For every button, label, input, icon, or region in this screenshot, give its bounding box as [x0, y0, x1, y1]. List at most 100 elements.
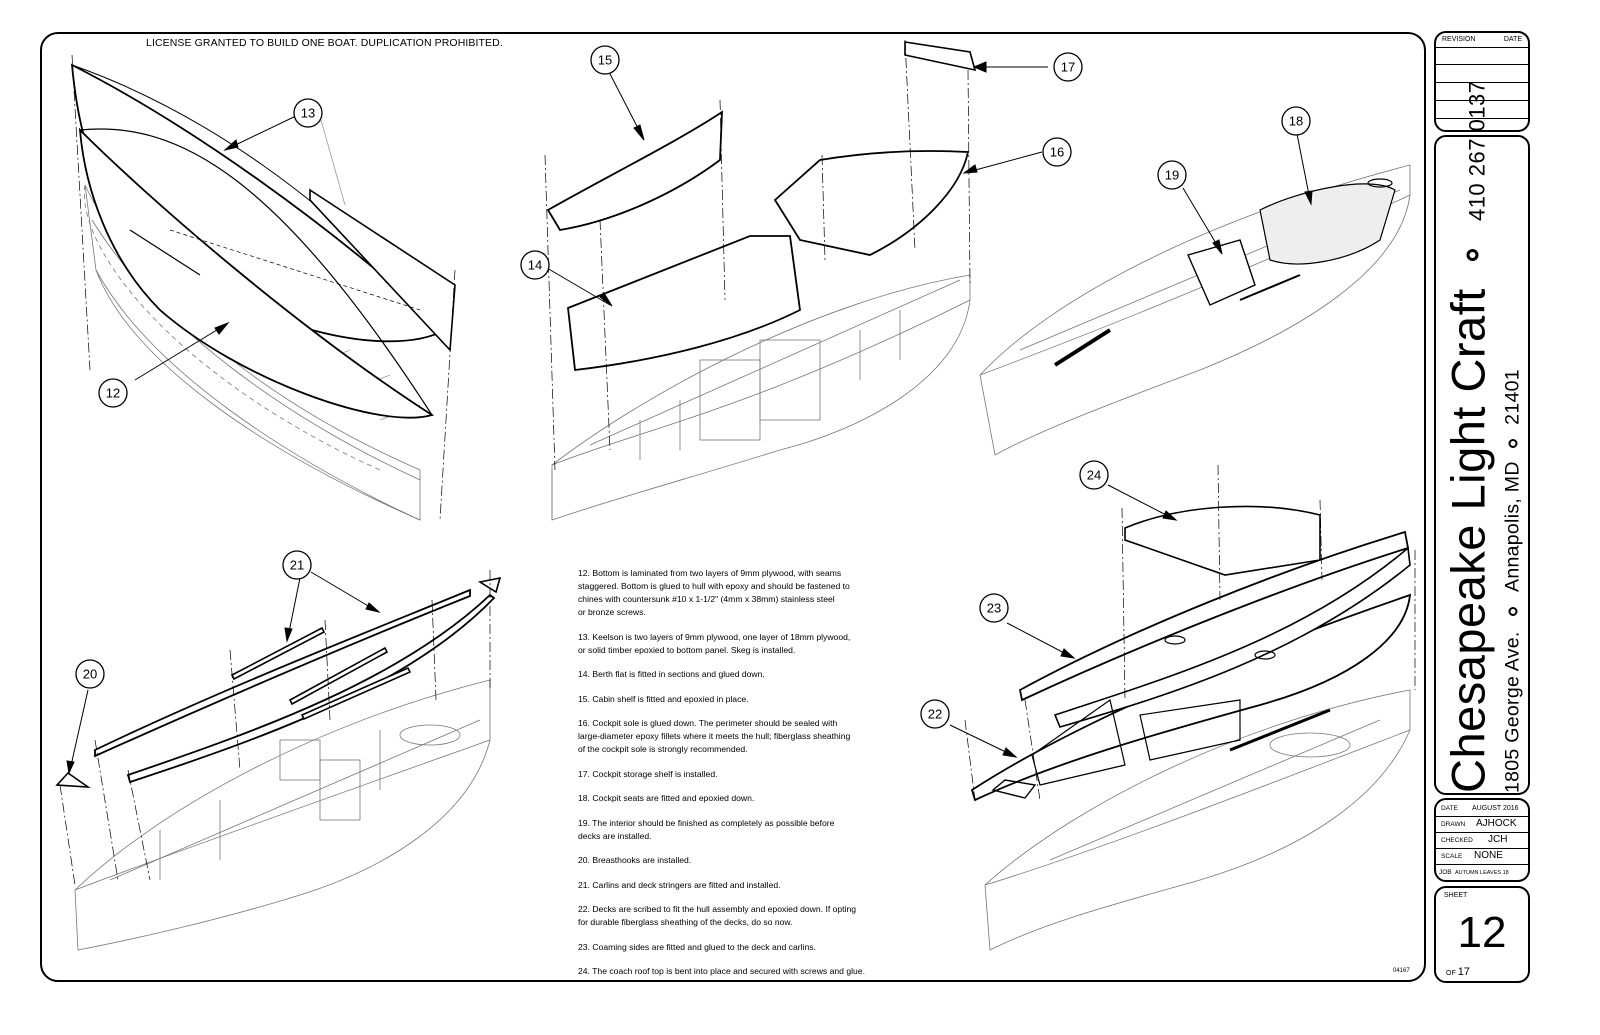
sheet-total: 17 [1457, 966, 1470, 978]
job-label: JOB [1439, 869, 1452, 876]
assembly-note: 22. Decks are scribed to fit the hull as… [578, 904, 857, 927]
sheet-number: 12 [1457, 908, 1507, 957]
separator-dot [1466, 248, 1479, 261]
callout-circle [1281, 106, 1311, 136]
callout-label: 13 [301, 106, 315, 121]
callout-label: 12 [106, 386, 120, 401]
callout-23: 23 [979, 593, 1009, 623]
company-block: Chesapeake Light Craft 410 267 0137 1805… [1434, 80, 1530, 795]
callout-19: 19 [1157, 160, 1187, 190]
of-label: OF [1446, 970, 1456, 977]
checked-row: CHECKED JCH [1436, 832, 1528, 849]
drawn-value: AJHOCK [1476, 818, 1517, 829]
assembly-note: 20. Breasthooks are installed. [578, 855, 692, 865]
drawing-number: 04167 [1393, 968, 1410, 974]
date-value: AUGUST 2016 [1472, 805, 1519, 812]
checked-value: JCH [1488, 834, 1508, 845]
scale-row: SCALE NONE [1436, 848, 1528, 865]
info-block: DATE AUGUST 2016 DRAWN AJHOCK CHECKED JC… [1434, 798, 1530, 882]
assembly-note: 19. The interior should be finished as c… [578, 817, 835, 841]
callout-label: 19 [1165, 168, 1179, 183]
interior-panels-view [544, 39, 1048, 521]
hull-bottom-view [70, 54, 456, 521]
callout-bubbles: 15 17 16 13 14 12 19 18 21 20 24 23 22 [75, 45, 1311, 729]
company-name-part: Craft [1441, 288, 1495, 393]
callout-circle [98, 378, 128, 408]
callout-label: 16 [1050, 145, 1064, 160]
callout-circle [979, 593, 1009, 623]
callout-circle [920, 699, 950, 729]
callout-label: 14 [528, 258, 542, 273]
assembly-note: 24. The coach roof top is bent into plac… [578, 966, 865, 976]
callout-circle [1157, 160, 1187, 190]
callout-circle [1079, 460, 1109, 490]
sheet-label: SHEET [1444, 892, 1468, 899]
assembly-note: 14. Berth flat is fitted in sections and… [578, 669, 765, 679]
separator-dot [1508, 438, 1518, 448]
address-zip: 21401 [1501, 369, 1524, 425]
company-name-part: Chesapeake [1441, 510, 1495, 793]
date-label: DATE [1441, 805, 1458, 812]
callout-20: 20 [75, 659, 105, 689]
callout-circle [590, 45, 620, 75]
license-notice: LICENSE GRANTED TO BUILD ONE BOAT. DUPLI… [146, 37, 503, 49]
callout-circle [520, 250, 550, 280]
assembly-note: 23. Coaming sides are fitted and glued t… [578, 941, 816, 952]
revision-block: REVISION DATE [1434, 31, 1530, 132]
address-street: 1805 George Ave. [1501, 631, 1524, 793]
sheet-block: SHEET 12 OF 17 [1434, 886, 1530, 983]
revision-header: REVISION DATE [1436, 33, 1528, 48]
drawing-border [40, 32, 1426, 982]
callout-label: 22 [928, 707, 942, 722]
callout-label: 21 [290, 558, 304, 573]
callout-label: 20 [83, 667, 97, 682]
callout-17: 17 [1053, 52, 1083, 82]
assembly-note: 17. Cockpit storage shelf is installed. [578, 768, 718, 779]
revision-date-label: DATE [1503, 36, 1522, 43]
callout-24: 24 [1079, 460, 1109, 490]
job-row: JOB AUTUMN LEAVES 18 [1436, 864, 1528, 880]
callout-13: 13 [293, 98, 323, 128]
callout-label: 24 [1087, 468, 1101, 483]
sheet-of: OF 17 [1446, 966, 1470, 978]
callout-circle [282, 550, 312, 580]
assembly-note: 13. Keelson is two layers of 9mm plywood… [578, 631, 851, 655]
company-address-line: 1805 George Ave. Annapolis, MD 21401 [1501, 141, 1525, 793]
cockpit-view [979, 133, 1411, 456]
company-phone: 410 267 0137 [1464, 80, 1490, 222]
callout-22: 22 [920, 699, 950, 729]
drawn-row: DRAWN AJHOCK [1436, 816, 1528, 833]
callout-label: 18 [1289, 114, 1303, 129]
revision-label: REVISION [1442, 36, 1476, 43]
deck-view [949, 464, 1416, 951]
callout-circle [75, 659, 105, 689]
date-row: DATE AUGUST 2016 [1436, 800, 1528, 817]
revision-rows [1436, 47, 1528, 130]
assembly-notes: 12. Bottom is laminated from two layers … [578, 567, 878, 990]
company-text: Chesapeake Light Craft 410 267 0137 1805… [1441, 80, 1525, 793]
scale-value: NONE [1474, 850, 1503, 861]
callout-12: 12 [98, 378, 128, 408]
assembly-note: 12. Bottom is laminated from two layers … [578, 568, 850, 617]
company-name-part: Light [1441, 392, 1495, 511]
separator-dot [1508, 606, 1518, 616]
checked-label: CHECKED [1441, 837, 1473, 844]
callout-circle [293, 98, 323, 128]
callout-label: 15 [598, 53, 612, 68]
carlins-view [55, 570, 502, 951]
company-name-line: Chesapeake Light Craft 410 267 0137 [1441, 80, 1503, 793]
scale-label: SCALE [1441, 853, 1463, 860]
callout-16: 16 [1042, 137, 1072, 167]
address-city: Annapolis, MD [1501, 461, 1524, 592]
callout-label: 17 [1061, 60, 1075, 75]
assembly-note: 21. Carlins and deck stringers are fitte… [578, 879, 781, 890]
assembly-note: 18. Cockpit seats are fitted and epoxied… [578, 793, 755, 803]
callout-circle [1053, 52, 1083, 82]
assembly-note: 15. Cabin shelf is fitted and epoxied in… [578, 693, 749, 704]
callout-14: 14 [520, 250, 550, 280]
callout-21: 21 [282, 550, 312, 580]
callout-15: 15 [590, 45, 620, 75]
callout-label: 23 [987, 601, 1001, 616]
